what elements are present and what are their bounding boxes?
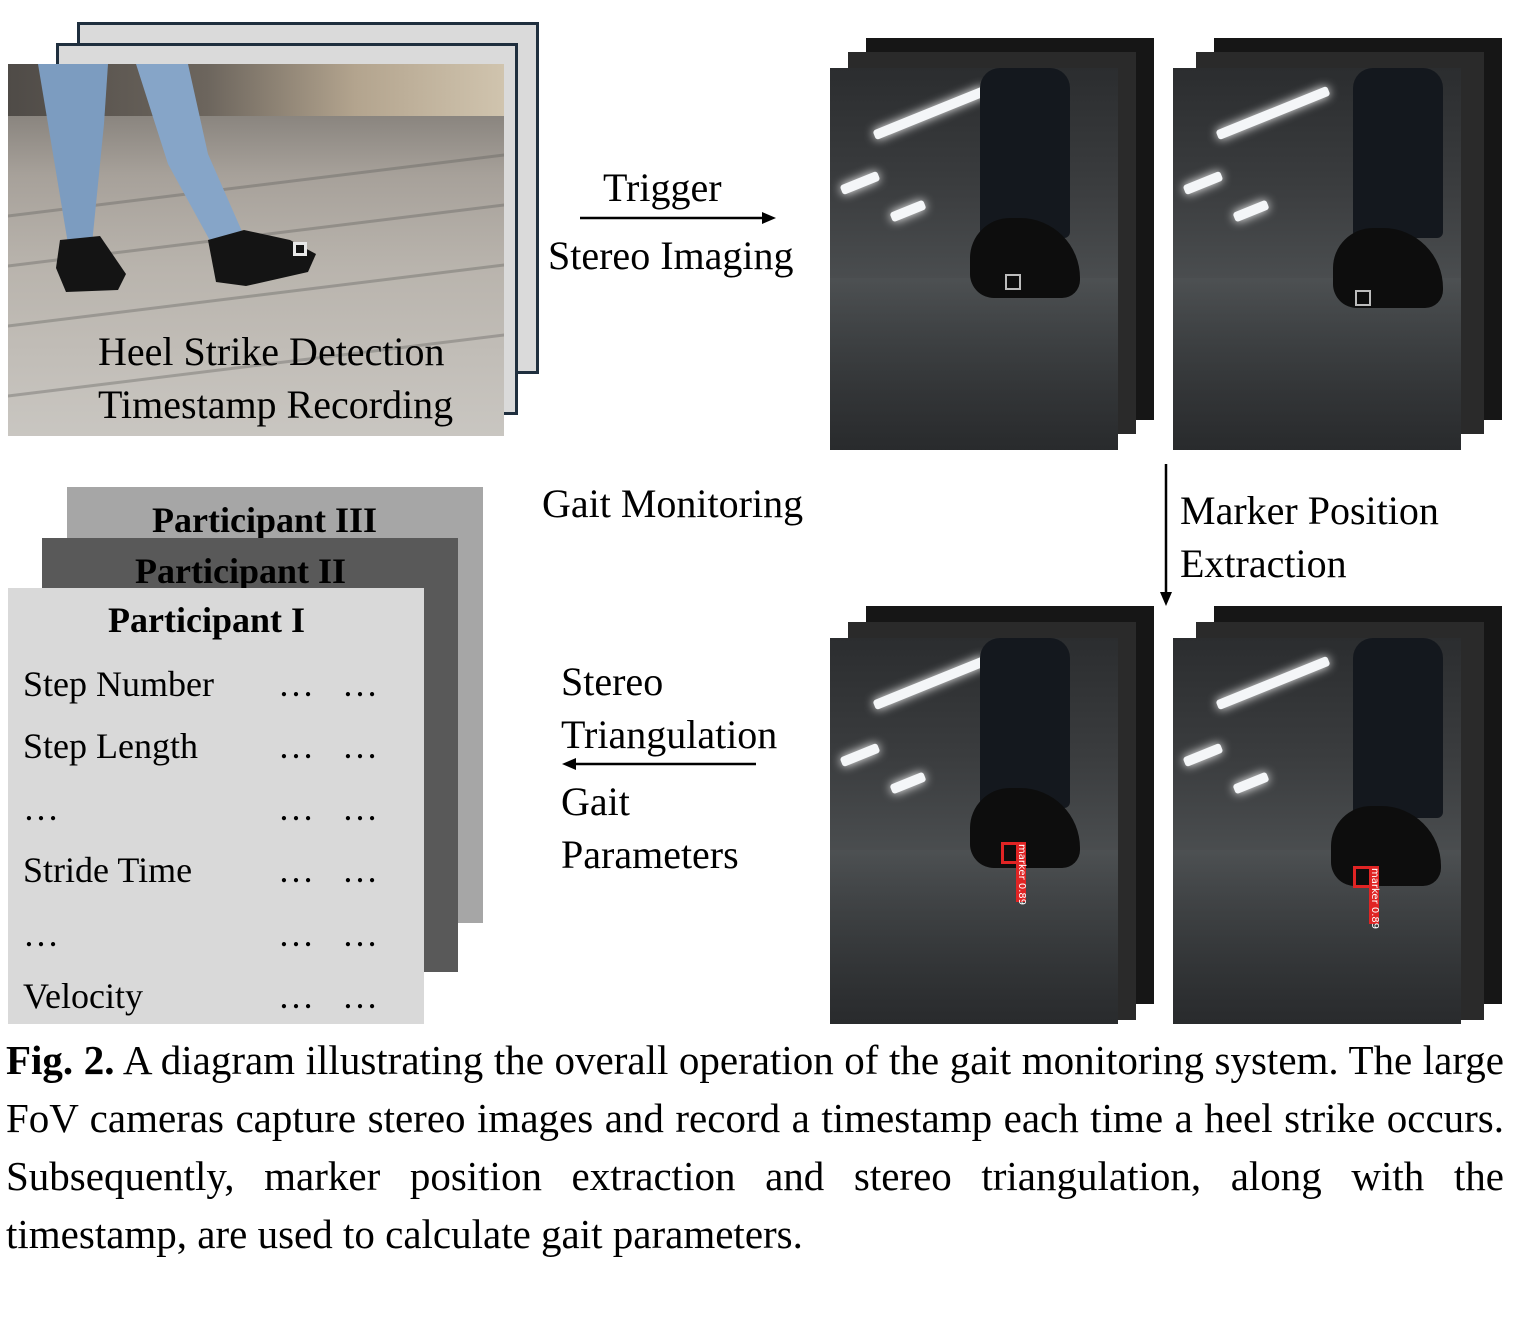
ceiling-light	[839, 170, 881, 196]
detection-tag	[1369, 866, 1379, 924]
row-value: …	[278, 726, 314, 766]
row-value: …	[278, 850, 314, 890]
gait-label: Gait	[561, 779, 630, 824]
ceiling-light	[889, 771, 927, 795]
row-value: …	[278, 976, 314, 1016]
row-value: …	[278, 664, 314, 704]
ceiling-light	[1182, 170, 1224, 196]
stereo-frame-left-bottom: marker 0.89	[830, 638, 1118, 1024]
ceiling-light	[889, 199, 927, 223]
stereo-frame-left-top	[830, 68, 1118, 450]
leg	[1353, 68, 1443, 238]
row-value: …	[342, 788, 378, 828]
ceiling-light	[1232, 771, 1270, 795]
floor-area	[830, 278, 1118, 450]
trigger-arrow	[580, 212, 776, 224]
stereo-frame-right-top	[1173, 68, 1461, 450]
row-value: …	[278, 788, 314, 828]
participant-2-title: Participant II	[135, 551, 346, 591]
leg	[1353, 638, 1443, 818]
walking-photo: Heel Strike Detection Timestamp Recordin…	[8, 64, 504, 436]
row-value: …	[342, 976, 378, 1016]
row-value: …	[342, 664, 378, 704]
stereo-imaging-label: Stereo Imaging	[548, 233, 794, 278]
row-label: …	[23, 788, 59, 828]
shoe	[1333, 228, 1443, 308]
row-label: Velocity	[23, 976, 143, 1016]
caption-prefix: Fig. 2.	[6, 1037, 115, 1083]
shoe-marker	[1005, 274, 1021, 290]
stereo-label: Stereo	[561, 659, 664, 704]
timestamp-recording-label: Timestamp Recording	[98, 382, 454, 427]
heel-strike-label: Heel Strike Detection	[98, 329, 445, 374]
ceiling-light	[1215, 655, 1331, 711]
caption-text: A diagram illustrating the overall opera…	[6, 1037, 1504, 1257]
triangulation-label: Triangulation	[561, 712, 778, 757]
detection-tag	[1016, 842, 1026, 902]
row-label: Step Number	[23, 664, 214, 704]
leg	[980, 68, 1070, 238]
ceiling-light	[1215, 85, 1331, 141]
stereo-frame-right-bottom: marker 0.89	[1173, 638, 1461, 1024]
participant-card-1: Participant I Step Number … … Step Lengt…	[8, 588, 424, 1024]
row-label: …	[23, 914, 59, 954]
extraction-label: Extraction	[1180, 541, 1347, 586]
ceiling-light	[839, 742, 881, 768]
walking-legs-illustration	[38, 64, 316, 292]
detection-label: marker 0.89	[1369, 868, 1380, 930]
shoe-marker	[1355, 290, 1371, 306]
participant-1-title: Participant I	[108, 600, 305, 640]
row-value: …	[342, 726, 378, 766]
row-label: Stride Time	[23, 850, 193, 890]
shoe	[1331, 806, 1441, 886]
figure-caption: Fig. 2. A diagram illustrating the overa…	[6, 1031, 1504, 1263]
triangulation-arrow	[562, 758, 756, 770]
floor-area	[830, 850, 1118, 1024]
ceiling-light	[1182, 742, 1224, 768]
parameters-label: Parameters	[561, 832, 739, 877]
row-value: …	[278, 914, 314, 954]
ceiling-light	[872, 85, 988, 141]
row-value: …	[342, 850, 378, 890]
row-value: …	[342, 914, 378, 954]
extraction-arrow	[1160, 464, 1172, 606]
trigger-label: Trigger	[603, 165, 722, 210]
detection-label: marker 0.89	[1016, 844, 1027, 906]
marker-position-label: Marker Position	[1180, 488, 1439, 533]
participant-3-title: Participant III	[152, 500, 377, 540]
leg	[980, 638, 1070, 808]
ceiling-light	[1232, 199, 1270, 223]
ceiling-light	[872, 655, 988, 711]
gait-monitoring-label: Gait Monitoring	[542, 481, 804, 526]
row-label: Step Length	[23, 726, 198, 766]
